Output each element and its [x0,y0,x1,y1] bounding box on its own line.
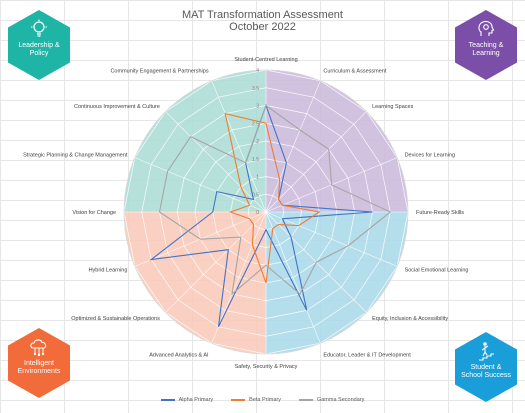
axis-label: Safety, Security & Privacy [235,364,298,370]
axis-spoke [211,80,267,213]
chart-subtitle: October 2022 [229,21,296,33]
legend-item-alpha: Alpha Primary [160,397,214,403]
legend-label-beta: Beta Primary [249,397,281,403]
legend-label-alpha: Alpha Primary [178,397,214,403]
chart-legend: Alpha Primary Beta Primary Gamma Seconda… [0,394,525,406]
axis-spoke [265,211,321,344]
axis-label: Hybrid Learning [89,267,128,273]
axis-label: Learning Spaces [372,104,414,110]
tick-label: 0 [256,210,259,216]
cloud-network-icon [30,339,47,357]
teaching-learning-label: Teaching & Learning [468,42,504,57]
legend-item-beta: Beta Primary [231,397,281,403]
axis-label: Educator, Leader & IT Development [323,353,411,359]
legend-swatch-beta [231,399,246,401]
tick-label: 2 [256,139,259,145]
axis-label: Vision for Change [72,210,116,216]
axis-label: Devices for Learning [405,153,455,159]
axis-spoke [265,80,321,213]
series-line [158,104,392,296]
tick-label: 0.5 [252,192,259,198]
leadership-policy-label: Leadership & Policy [18,42,60,57]
axis-label: Advanced Analytics & AI [149,353,209,359]
tick-label: 2.5 [252,121,259,127]
tick-label: 3.5 [252,86,259,92]
series-line [224,112,321,284]
teaching-learning-badge: Teaching & Learning [455,10,517,80]
tick-label: 1 [256,175,259,181]
person-stairs-icon [479,342,494,361]
axis-spoke [165,111,267,213]
axis-spoke [265,211,398,267]
tick-label: 1.5 [252,157,259,163]
axis-label: Optimized & Sustainable Operations [71,316,160,322]
axis-spoke [165,211,267,313]
axis-label: Future-Ready Skills [416,210,464,216]
head-gear-icon [478,20,495,36]
legend-label-gamma: Gamma Secondary [316,397,365,403]
axis-spoke [134,157,267,213]
legend-swatch-gamma [298,399,313,401]
tick-label: 3 [256,104,259,110]
tick-label: 4 [256,68,259,74]
lightbulb-icon [31,19,47,37]
legend-item-gamma: Gamma Secondary [298,397,365,403]
axis-label: Community Engagement & Partnerships [110,68,208,74]
axis-spoke [265,111,367,213]
axis-label: Equity, Inclusion & Accessibility [372,316,448,322]
chart-title: MAT Transformation Assessment [182,9,343,21]
axis-label: Strategic Planning & Change Management [23,153,128,159]
intelligent-environments-label: Intelligent Environments [17,360,61,375]
axis-label: Social Emotional Learning [405,267,469,273]
axis-label: Continuous Improvement & Culture [74,104,160,110]
axis-label: Student-Centred Learning [234,57,297,63]
axis-label: Curriculum & Assessment [323,68,386,74]
student-school-success-label: Student & School Success [461,364,511,379]
legend-swatch-alpha [160,399,175,401]
